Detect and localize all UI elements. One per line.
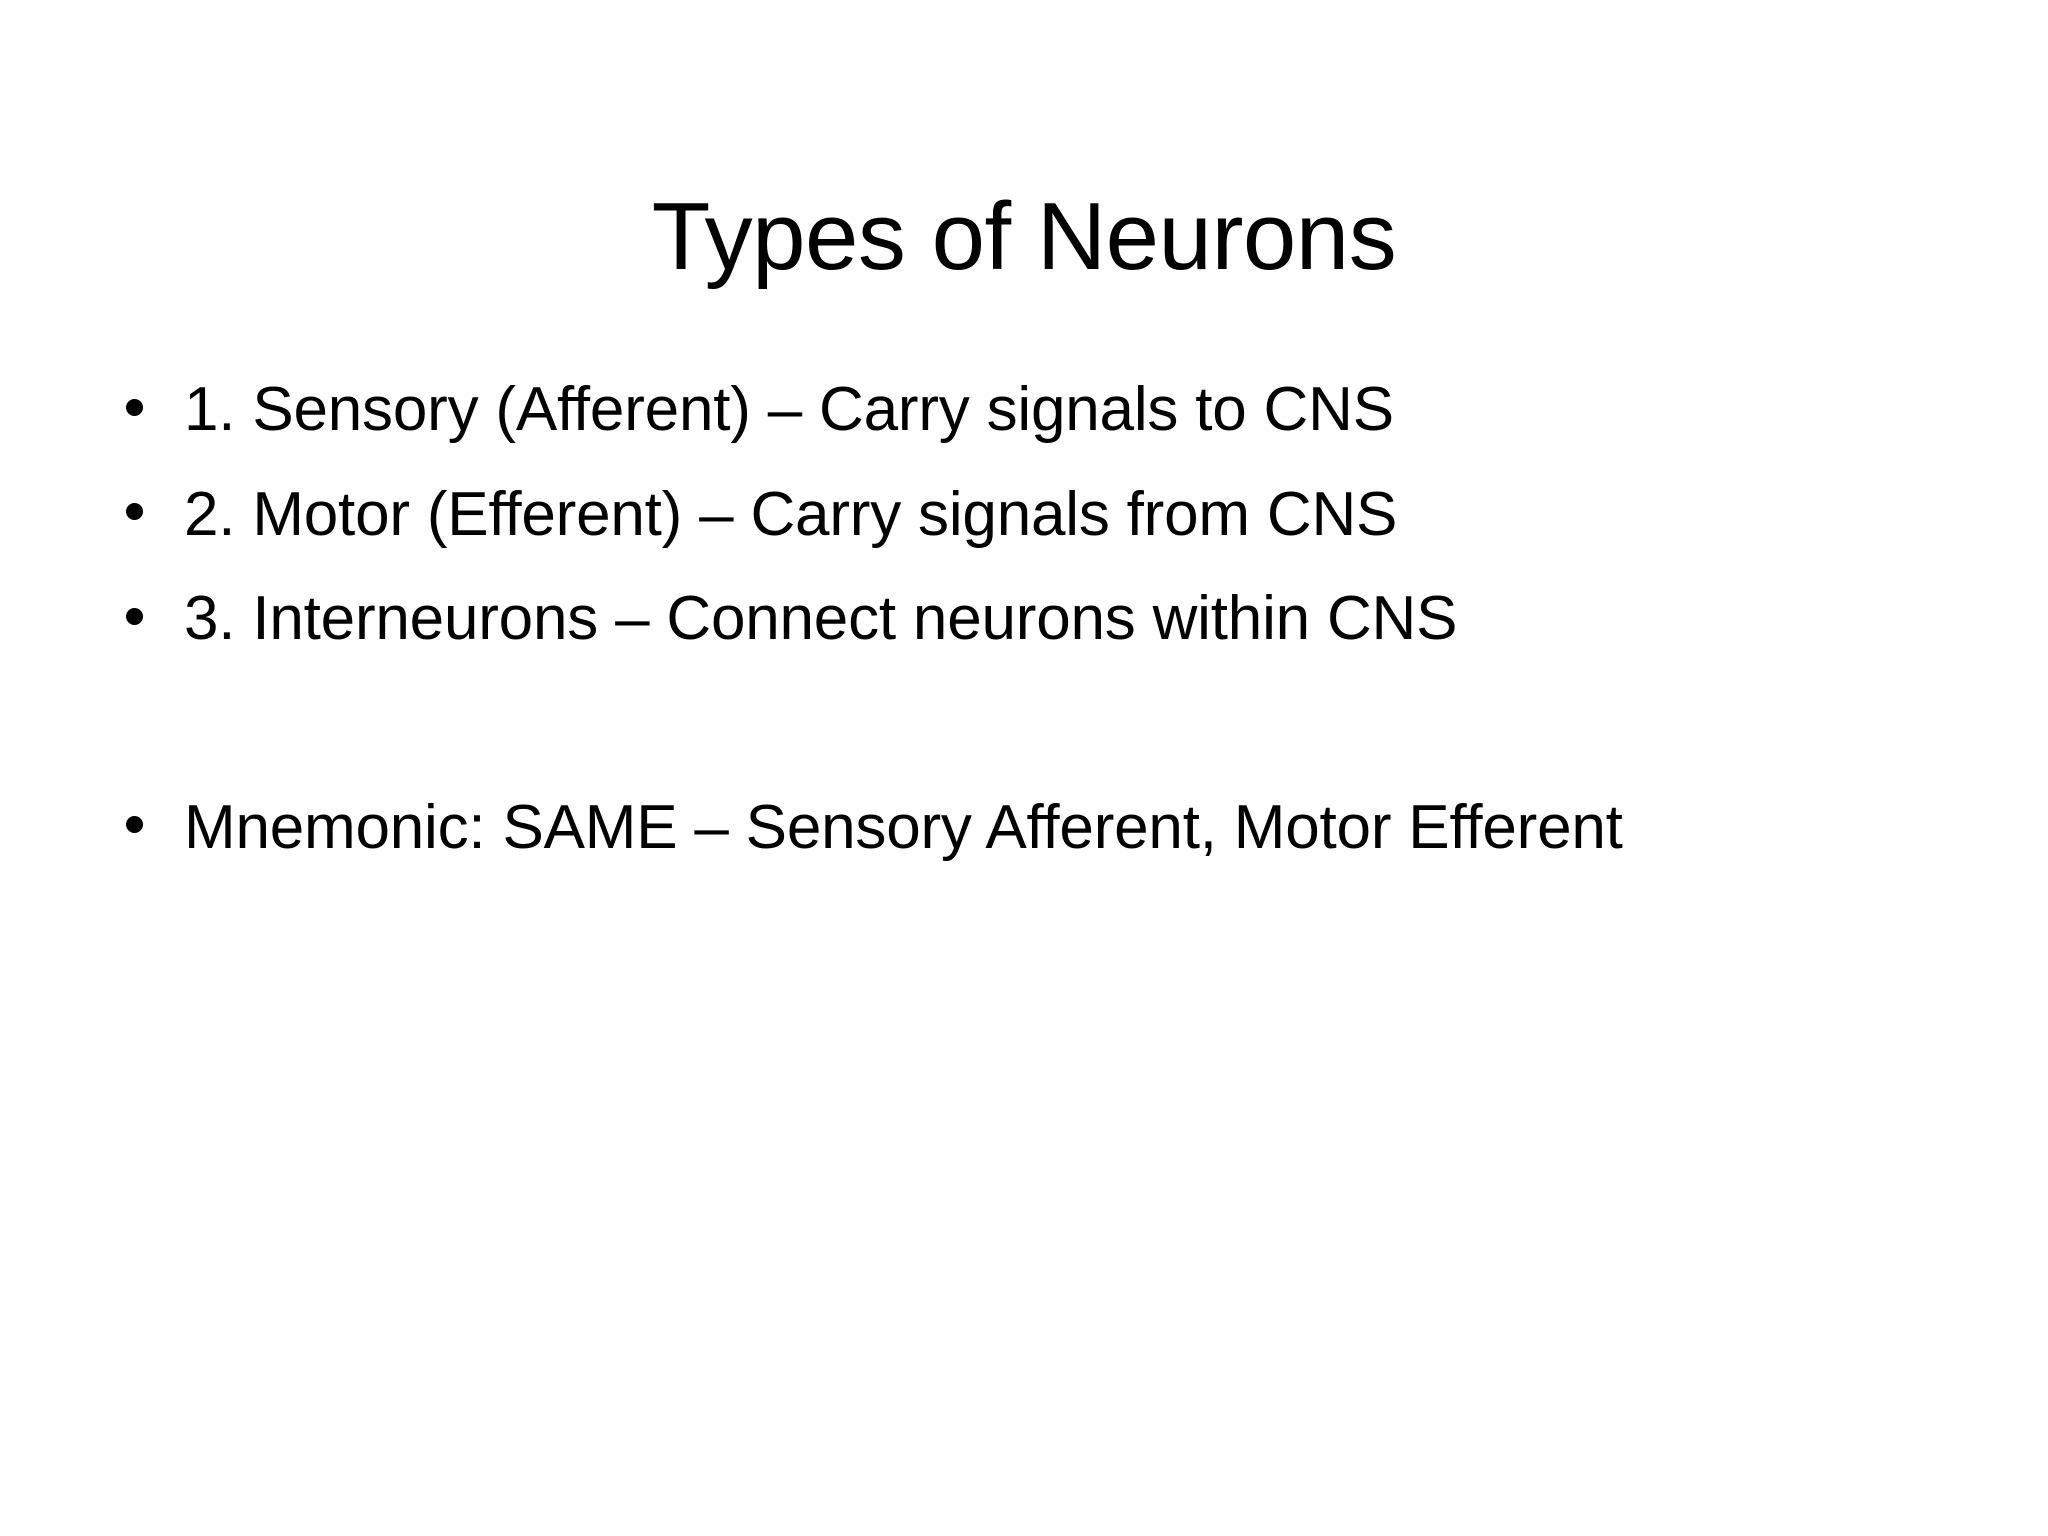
page-title: Types of Neurons xyxy=(651,183,1397,291)
list-item-label: Mnemonic: SAME – Sensory Afferent, Motor… xyxy=(184,792,1623,862)
list-item: Mnemonic: SAME – Sensory Afferent, Motor… xyxy=(112,788,1922,869)
bullet-dot-icon xyxy=(126,607,143,625)
list-spacer xyxy=(112,684,1922,788)
list-item: 3. Interneurons – Connect neurons within… xyxy=(112,579,1922,660)
bullet-dot-icon xyxy=(126,503,143,521)
list-item-label: 2. Motor (Efferent) – Carry signals from… xyxy=(184,479,1398,549)
bullet-dot-icon xyxy=(126,816,143,834)
list-item: 1. Sensory (Afferent) – Carry signals to… xyxy=(112,370,1922,451)
list-item-label: 1. Sensory (Afferent) – Carry signals to… xyxy=(184,375,1394,444)
bullet-list: 1. Sensory (Afferent) – Carry signals to… xyxy=(112,370,1922,868)
list-item: 2. Motor (Efferent) – Carry signals from… xyxy=(112,475,1922,556)
bullet-dot-icon xyxy=(126,398,143,416)
list-item-label: 3. Interneurons – Connect neurons within… xyxy=(184,584,1458,654)
